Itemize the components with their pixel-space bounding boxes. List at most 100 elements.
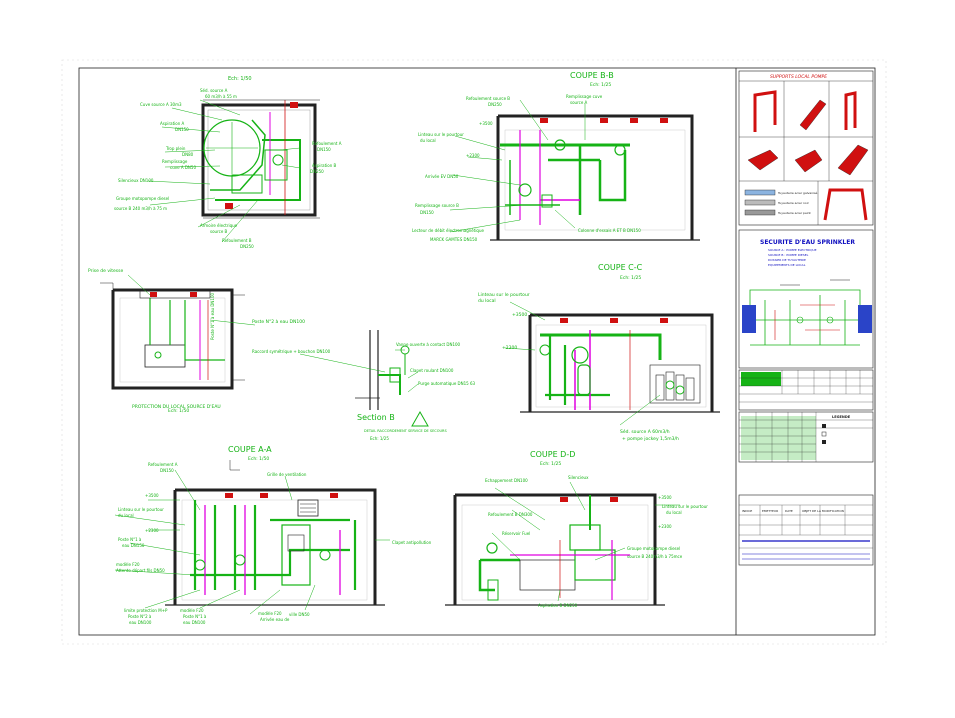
plan-top-label: Trop plein: [165, 146, 186, 151]
system-line-1: SOURCE A : POMPE ELECTRIQUE: [768, 248, 817, 252]
supports-title: SUPPORTS LOCAL POMPE: [770, 74, 827, 80]
section-b-label: Vanne ouverte à contact DN100: [396, 342, 461, 347]
coupe-aa-label: +3500: [145, 493, 159, 498]
coupe-aa: COUPE A-A Ech: 1/50 Refoulement ADN150Gr…: [114, 445, 432, 625]
plan-top-label: DN80: [182, 152, 194, 157]
coupe-aa-label: modèle F20: [180, 608, 204, 613]
legend-title: LEGENDE: [832, 415, 851, 419]
coupe-bb-title: COUPE B-B: [570, 71, 614, 80]
plan-top-label: Cuve source A 30m3: [140, 102, 182, 107]
coupe-bb-label: Remplissage source B: [415, 203, 459, 208]
section-b: Section B DETAIL RACCORDEMENT SERVICE DE…: [252, 330, 476, 441]
system-line-4: EQUIPEMENTS DE LOCAL: [768, 263, 806, 267]
coupe-dd-title: COUPE D-D: [530, 450, 575, 459]
coupe-aa-label: modèle F20: [258, 611, 282, 616]
coupe-aa-label: Poste N°1 à: [183, 614, 207, 619]
pipe-legend-2: Tuyauterie acier noir: [777, 201, 810, 205]
warning-triangle-icon: [411, 410, 429, 427]
coupe-bb-label: DN250: [488, 102, 502, 107]
plan-top-label: DN150: [175, 127, 189, 132]
coupe-aa-label: Attente départ fils DN50: [116, 568, 165, 573]
plan-top-label: 60 m3/h à 55 m: [205, 94, 237, 99]
plan-mid-scale: Ech: 1/50: [168, 408, 189, 414]
coupe-bb-label: Remplissage cuve: [566, 94, 603, 99]
plan-mid-label: Prise de vitesse: [88, 268, 123, 274]
coupe-bb-label: Refoulement source B: [466, 96, 510, 101]
coupe-dd-label: Aspiration B DN250: [538, 603, 578, 608]
coupe-aa-label: DN150: [160, 468, 174, 473]
coupe-cc-label: + pompe jockey 1,5m3/h: [622, 436, 679, 442]
coupe-aa-label: limite protection M+P: [124, 608, 168, 613]
coupe-aa-label: eau DN100: [183, 620, 206, 625]
system-title: SECURITE D'EAU SPRINKLER: [760, 239, 855, 246]
plan-top-scale: Ech: 1/50: [228, 76, 252, 82]
plan-top-label: Refoulement B: [222, 238, 252, 243]
plan-top-label: Séd. source A: [200, 88, 228, 93]
plan-top-label: Aspiration B: [312, 163, 337, 168]
plan-top-label: DN250: [240, 244, 254, 249]
coupe-aa-label: ville DN50: [289, 612, 310, 617]
plan-top-label: Groupe motopompe diesel: [116, 196, 169, 201]
plan-top-label: DN150: [317, 147, 331, 152]
coupe-bb-label: Linteau sur le pourtour: [418, 132, 464, 137]
coupe-cc-title: COUPE C-C: [598, 263, 643, 272]
coupe-aa-label: Arrivée eau de: [260, 617, 290, 622]
coupe-cc-label: du local: [478, 298, 496, 304]
coupe-aa-label: Refoulement A: [148, 462, 178, 467]
plan-top-label: source B: [210, 229, 228, 234]
sheet-outer-border: [61, 59, 887, 645]
title-block: SUPPORTS LOCAL POMPE Tuyauterie acier ga…: [738, 70, 874, 566]
plan-mid-label: PROTECTION DU LOCAL SOURCE D'EAU: [132, 404, 221, 410]
system-line-2: SOURCE B : POMPE DIESEL: [768, 253, 809, 257]
plan-top-label: Armoire électrique: [200, 223, 238, 228]
coupe-dd-label: Groupe motopompe diesel: [627, 546, 680, 551]
coupe-dd-label: Refoulement B DN300: [488, 512, 533, 517]
coupe-aa-label: Clapet antipollution: [392, 540, 432, 545]
coupe-aa-title: COUPE A-A: [228, 445, 272, 454]
coupe-bb-label: source A: [570, 100, 588, 105]
revision-col-3: DATE: [785, 509, 793, 513]
coupe-bb-label: Arrivée EV DN50: [425, 174, 459, 179]
coupe-aa-label: modèle F20: [116, 562, 140, 567]
section-b-title: Section B: [357, 413, 395, 422]
plan-mid-label: Poste N°2 à eau DN100: [252, 318, 305, 325]
coupe-dd-label: Réservoir Fuel: [502, 531, 530, 536]
coupe-dd-label: +2300: [658, 524, 672, 529]
plan-top: Ech: 1/50 Séd. source A60 m3/h à 55 m Cuv…: [114, 76, 342, 249]
coupe-aa-label: Poste N°1 à: [118, 537, 142, 542]
coupe-cc-label: Séd. source A 60m3/h: [620, 428, 670, 435]
coupe-aa-label: du local: [118, 513, 134, 518]
coupe-dd-label: Echappement DN100: [485, 478, 528, 483]
revision-col-1: INDICE: [742, 509, 752, 513]
coupe-bb-scale: Ech: 1/25: [590, 82, 611, 88]
revision-col-2: EMETTEUR: [762, 509, 778, 513]
coupe-dd-label: Silencieux: [568, 475, 589, 480]
coupe-aa-label: Linteau sur le pourtour: [118, 507, 164, 512]
coupe-aa-label: Grille de ventilation: [267, 472, 307, 477]
coupe-dd-label: du local: [666, 510, 682, 515]
coupe-bb-label: Colonne d'essais A ET B DN150: [578, 228, 641, 233]
coupe-aa-scale: Ech: 1/50: [248, 456, 269, 462]
plan-top-label: Aspiration A: [160, 121, 185, 126]
coupe-bb: COUPE B-B Ech: 1/25 Refoulement source B…: [412, 71, 700, 242]
coupe-cc-label: +2300: [502, 345, 517, 351]
coupe-dd: COUPE D-D Ech: 1/25 Echappement DN100Sil…: [445, 450, 708, 608]
pipe-legend-1: Tuyauterie acier galvanisé: [777, 191, 818, 195]
coupe-dd-label: +3500: [658, 495, 672, 500]
coupe-cc-label: Linteau sur le pourtour: [478, 292, 530, 298]
coupe-bb-label: Lecteur de débit électromagnétique: [412, 228, 485, 233]
plan-top-label: cuve A DN50: [170, 165, 196, 170]
plan-top-label: Silencieux DN100: [118, 178, 154, 183]
plan-mid-rotated-label: Poste N°1 à eau DN100: [210, 292, 215, 340]
coupe-cc-label: +3500: [512, 312, 527, 318]
plan-top-label: source B 240 m3/h à 75 m: [114, 206, 167, 211]
plan-top-label: Remplissage: [162, 159, 188, 164]
coupe-dd-label: source B 240m3/h à 75mce: [627, 554, 683, 559]
plan-top-label: DN250: [310, 169, 324, 174]
coupe-aa-label: +2300: [145, 528, 159, 533]
section-b-label: Purge automatique DN15 63: [418, 381, 476, 386]
section-b-label: Clapet roulant DN100: [410, 368, 454, 373]
section-b-subtitle: DETAIL RACCORDEMENT SERVICE DE SECOURS: [364, 429, 447, 433]
coupe-cc-scale: Ech: 1/25: [620, 275, 641, 281]
